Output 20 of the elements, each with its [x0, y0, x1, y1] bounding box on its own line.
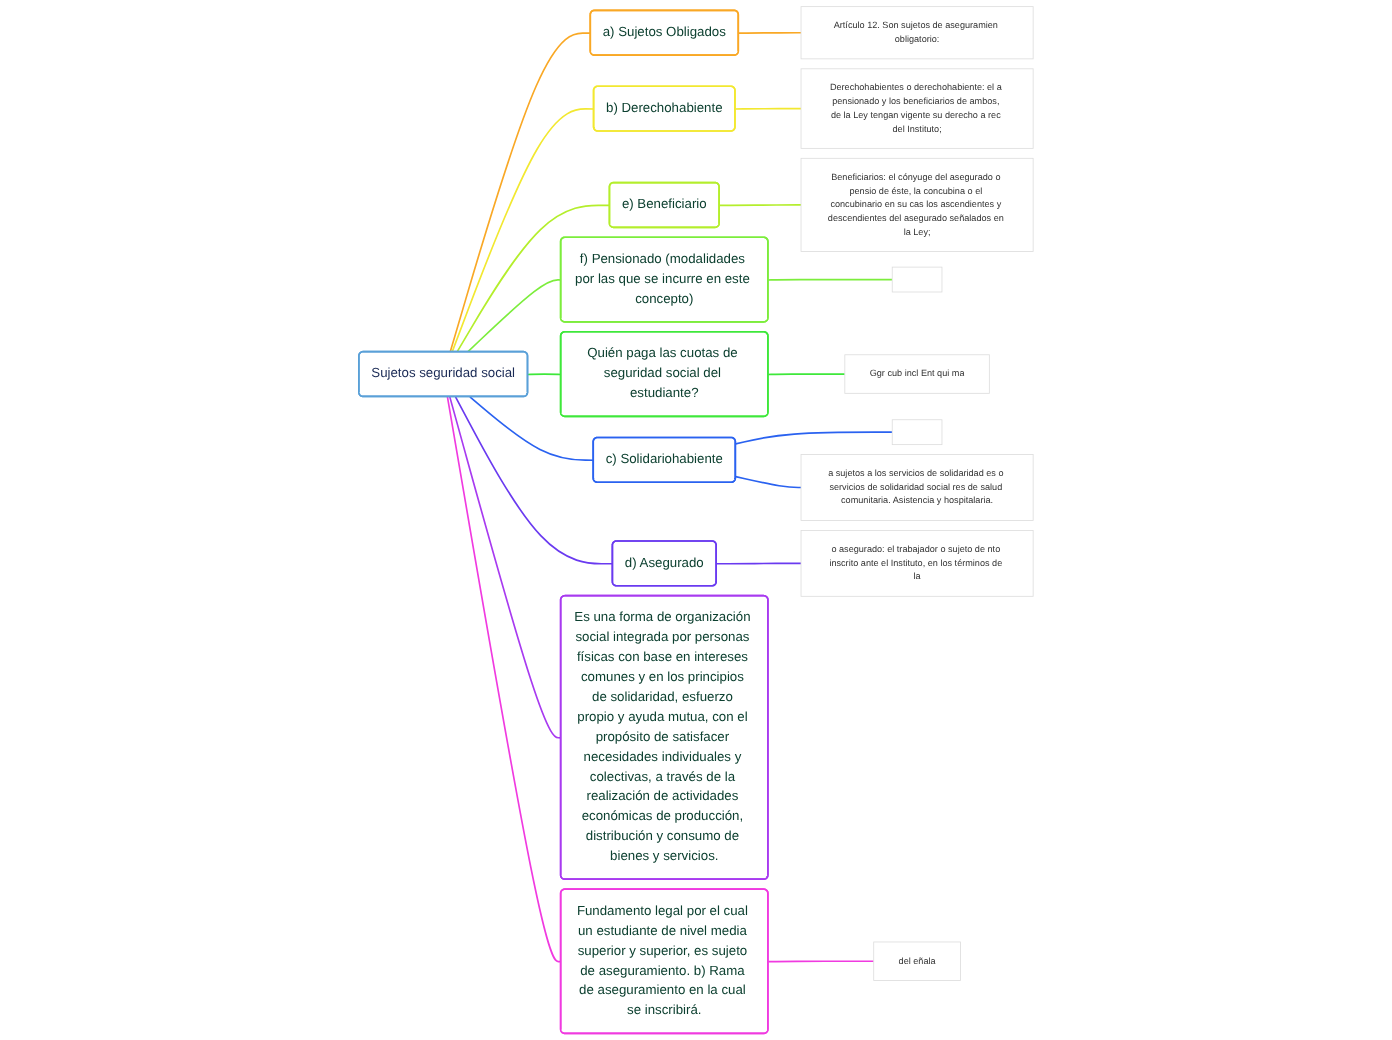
connector — [456, 204, 611, 353]
connector — [737, 31, 802, 34]
connector — [449, 32, 592, 353]
connector — [446, 396, 562, 963]
connector — [466, 279, 562, 353]
node-box — [891, 266, 943, 293]
connector — [767, 278, 894, 281]
connector — [454, 396, 614, 565]
connector — [451, 108, 595, 353]
connector — [448, 396, 562, 739]
connector — [734, 431, 894, 445]
connector — [767, 960, 875, 963]
connector — [734, 107, 802, 110]
connector — [718, 204, 802, 207]
connector — [715, 562, 802, 565]
connector — [527, 373, 562, 376]
connector — [734, 475, 802, 489]
connector — [767, 373, 846, 376]
connector — [469, 396, 595, 462]
node-box — [891, 419, 943, 446]
